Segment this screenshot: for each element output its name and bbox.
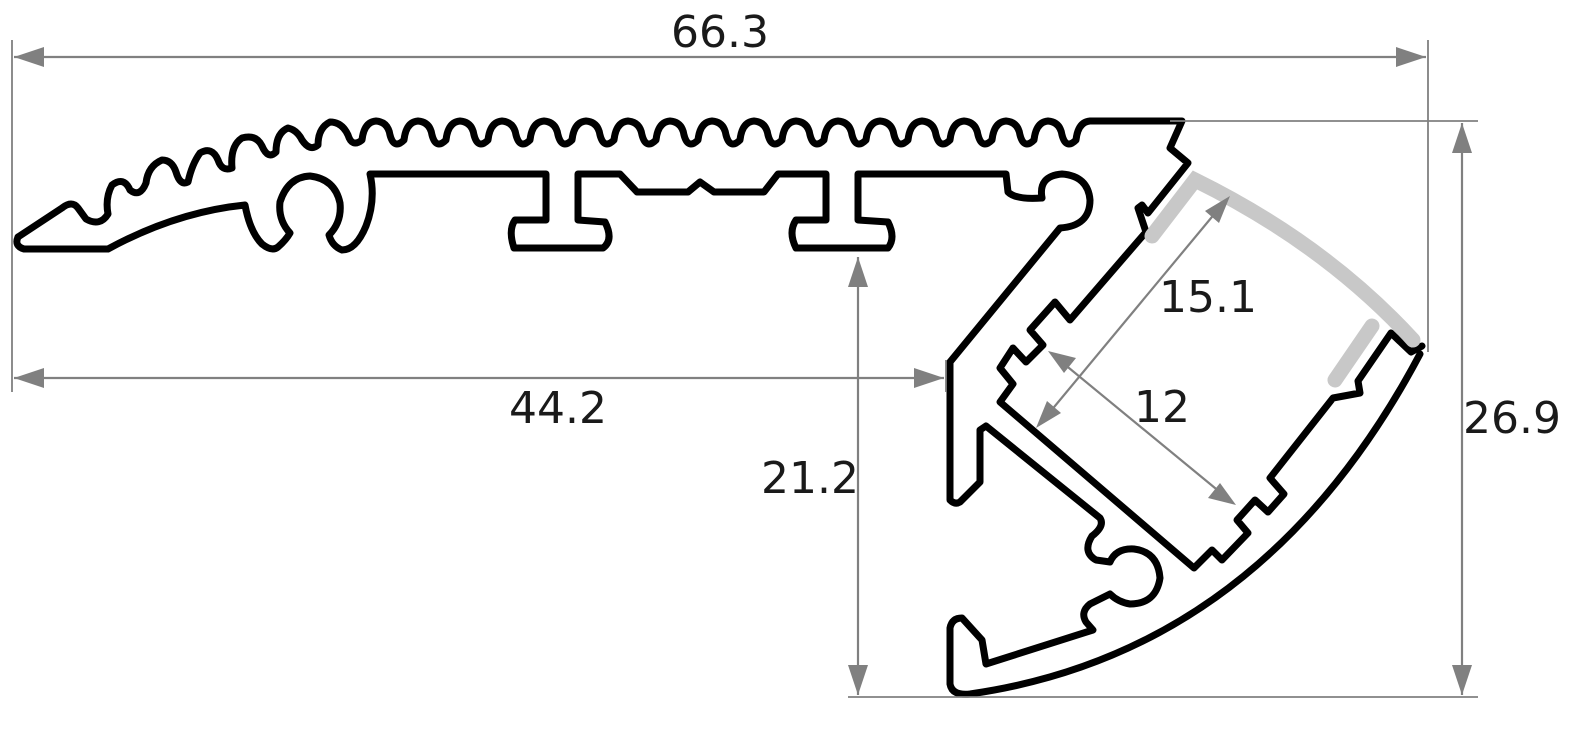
arrowhead — [14, 47, 44, 67]
arrowhead — [1048, 351, 1076, 373]
dimension-channel-width: 12 — [1048, 351, 1236, 505]
profile-top-wave — [14, 117, 1426, 572]
dim-label-channel-diagonal: 15.1 — [1159, 272, 1257, 323]
arrowhead — [848, 665, 868, 695]
profile-outline — [13, 117, 1426, 698]
arrowhead — [914, 368, 944, 388]
diffuser-lower-edge — [1327, 318, 1380, 388]
dim-label-overall-height: 26.9 — [1463, 393, 1561, 444]
diffuser-cover — [1144, 170, 1421, 348]
arrowhead — [1452, 123, 1472, 153]
arrowhead — [1036, 401, 1061, 428]
arrowhead — [1396, 47, 1426, 67]
dim-label-overall-width: 66.3 — [671, 7, 769, 58]
arrowhead — [1452, 665, 1472, 695]
dim-label-channel-width: 12 — [1134, 382, 1190, 433]
arrowhead — [1205, 196, 1230, 223]
dim-label-partial-width: 44.2 — [509, 383, 607, 434]
dimension-overall-height: 26.9 — [1452, 123, 1561, 695]
arrowhead — [848, 257, 868, 287]
arrowhead — [1208, 483, 1236, 505]
dimension-overall-width: 66.3 — [14, 7, 1426, 67]
dim-label-partial-height: 21.2 — [761, 453, 859, 504]
dimension-channel-diagonal: 15.1 — [1036, 196, 1257, 428]
profile-base — [13, 170, 1046, 254]
dimension-partial-width: 44.2 — [14, 368, 944, 434]
profile-screw-boss-top — [946, 170, 1424, 698]
arrowhead — [14, 368, 44, 388]
dimension-partial-height: 21.2 — [761, 257, 868, 695]
extension-lines — [11, 40, 1478, 698]
